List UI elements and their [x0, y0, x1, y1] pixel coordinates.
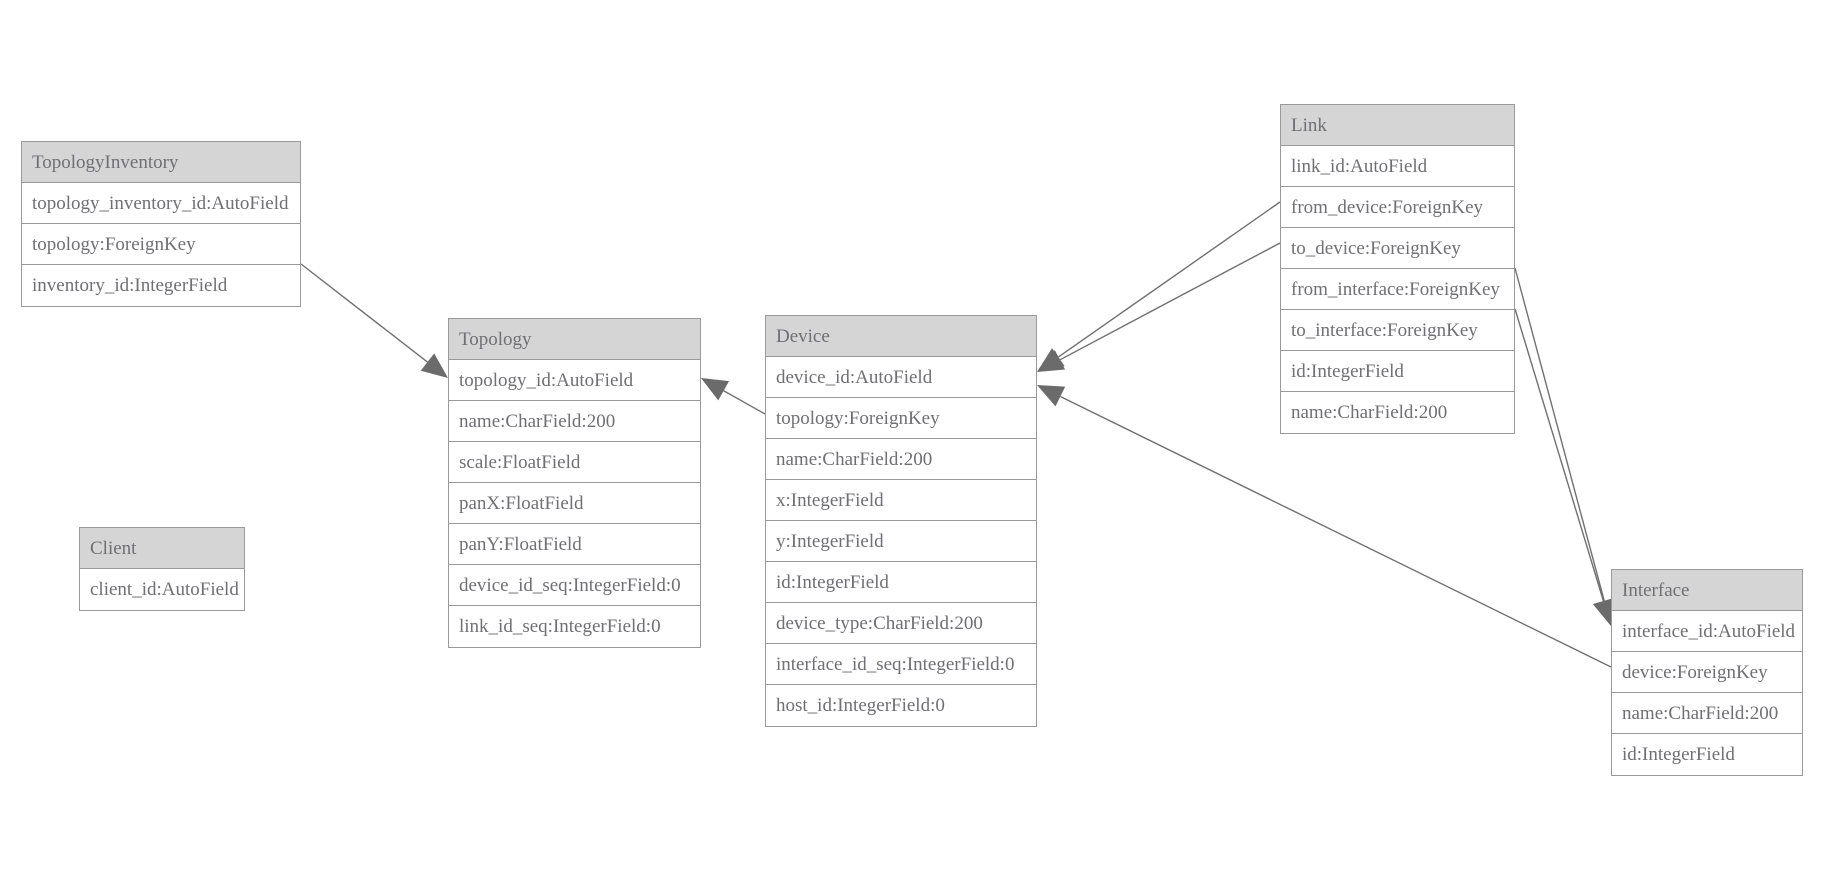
relationship-line	[1059, 242, 1281, 361]
relationship-arrowhead	[1037, 385, 1066, 407]
entity-title-topology_inventory: TopologyInventory	[22, 142, 300, 183]
entity-title-interface: Interface	[1612, 570, 1802, 611]
field-row[interactable]: scale:FloatField	[449, 442, 700, 483]
relationship-arrowhead	[1037, 350, 1066, 372]
field-row[interactable]: name:CharField:200	[1291, 402, 1448, 423]
relationship-rel-device-topology	[701, 378, 766, 415]
relationship-rel-link-todevice-device	[1037, 242, 1281, 372]
field-row[interactable]: to_interface:ForeignKey	[1281, 310, 1514, 351]
field-row[interactable]: link_id:AutoField	[1281, 146, 1514, 187]
relationship-rel-link-tointerface-interface	[1514, 308, 1614, 626]
relationship-line	[300, 263, 428, 363]
entity-client[interactable]: Client client_id:AutoField	[79, 527, 245, 611]
field-row[interactable]: host_id:IntegerField:0	[776, 695, 945, 716]
field-row[interactable]: id:IntegerField	[1281, 351, 1514, 392]
field-row[interactable]: topology:ForeignKey	[766, 398, 1036, 439]
relationship-arrowhead	[701, 378, 730, 401]
relationship-line	[1514, 308, 1605, 602]
field-row[interactable]: panX:FloatField	[449, 483, 700, 524]
relationship-arrowhead	[1037, 348, 1065, 372]
relationship-line	[723, 390, 766, 415]
field-row[interactable]: device:ForeignKey	[1612, 652, 1802, 693]
field-row[interactable]: client_id:AutoField	[90, 579, 239, 600]
field-row[interactable]: interface_id_seq:IntegerField:0	[766, 644, 1036, 685]
entity-title-device: Device	[766, 316, 1036, 357]
relationship-line	[1514, 267, 1605, 602]
field-row[interactable]: device_id:AutoField	[766, 357, 1036, 398]
relationship-line	[1060, 395, 1612, 668]
field-row[interactable]: from_interface:ForeignKey	[1281, 269, 1514, 310]
field-row[interactable]: name:CharField:200	[449, 401, 700, 442]
field-row[interactable]: device_id_seq:IntegerField:0	[449, 565, 700, 606]
field-row[interactable]: id:IntegerField	[1622, 744, 1735, 765]
field-row[interactable]: link_id_seq:IntegerField:0	[459, 616, 661, 637]
field-row[interactable]: panY:FloatField	[449, 524, 700, 565]
field-row[interactable]: id:IntegerField	[766, 562, 1036, 603]
field-row[interactable]: inventory_id:IntegerField	[32, 275, 228, 296]
entity-title-link: Link	[1281, 105, 1514, 146]
entity-title-topology: Topology	[449, 319, 700, 360]
field-row[interactable]: topology:ForeignKey	[22, 224, 300, 265]
field-row[interactable]: from_device:ForeignKey	[1281, 187, 1514, 228]
entity-fields-client: client_id:AutoField	[80, 569, 244, 610]
field-row[interactable]: to_device:ForeignKey	[1281, 228, 1514, 269]
field-row[interactable]: device_type:CharField:200	[766, 603, 1036, 644]
field-row[interactable]: name:CharField:200	[766, 439, 1036, 480]
relationship-arrowhead	[420, 353, 448, 378]
field-row[interactable]: topology_id:AutoField	[449, 360, 700, 401]
relationship-rel-topologyinventory-topology	[300, 263, 448, 378]
relationship-rel-link-frominterface-interface	[1514, 267, 1615, 626]
relationship-line	[1057, 201, 1281, 358]
field-row[interactable]: interface_id:AutoField	[1612, 611, 1802, 652]
field-row[interactable]: name:CharField:200	[1612, 693, 1802, 734]
relationship-rel-link-fromdevice-device	[1037, 201, 1281, 372]
field-row[interactable]: topology_inventory_id:AutoField	[22, 183, 300, 224]
field-row[interactable]: y:IntegerField	[766, 521, 1036, 562]
entity-title-client: Client	[80, 528, 244, 569]
field-row[interactable]: x:IntegerField	[766, 480, 1036, 521]
